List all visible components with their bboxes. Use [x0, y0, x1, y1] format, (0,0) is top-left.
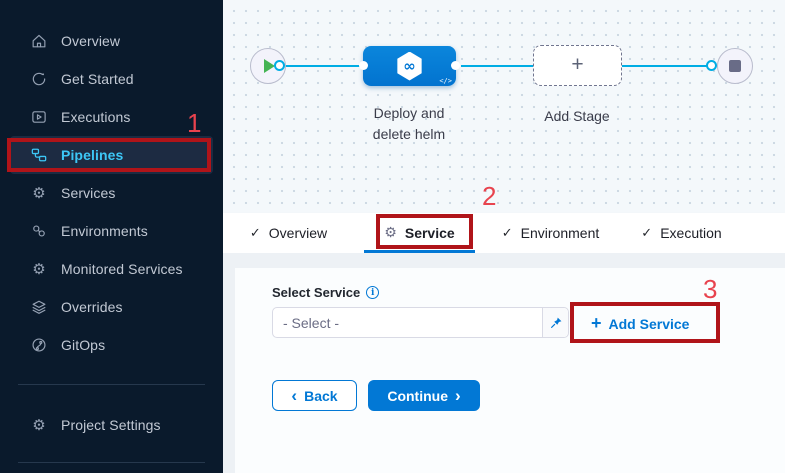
connector-edge	[283, 65, 363, 67]
sidebar-item-gitops[interactable]: GitOps	[0, 326, 223, 364]
sidebar-item-monitored-services[interactable]: ⚙ Monitored Services	[0, 250, 223, 288]
sidebar-item-label: Pipelines	[61, 147, 124, 163]
pin-button[interactable]	[542, 308, 568, 337]
sidebar-item-label: Get Started	[61, 71, 134, 87]
sidebar-item-overrides[interactable]: Overrides	[0, 288, 223, 326]
back-button-label: Back	[304, 387, 338, 404]
environments-icon	[30, 222, 48, 240]
sidebar-item-services[interactable]: ⚙ Services	[0, 174, 223, 212]
pipeline-canvas: ∞ </> + Deploy and delete helm Add Stage	[223, 0, 785, 213]
sidebar-item-project-settings[interactable]: ⚙ Project Settings	[0, 406, 223, 444]
sidebar-divider	[18, 462, 205, 463]
play-icon	[264, 59, 275, 73]
info-icon[interactable]: i	[366, 286, 380, 299]
select-service-value: - Select -	[283, 314, 340, 331]
check-icon: ✓	[641, 225, 653, 240]
continue-button-label: Continue	[387, 387, 448, 404]
pipeline-end-node[interactable]	[717, 48, 753, 84]
tab-label: Environment	[520, 225, 600, 241]
connector-edge	[622, 65, 707, 67]
sidebar-item-overview[interactable]: Overview	[0, 22, 223, 60]
sidebar-item-environments[interactable]: Environments	[0, 212, 223, 250]
check-icon: ✓	[501, 225, 513, 240]
gear-icon: ⚙	[32, 183, 46, 202]
add-service-button[interactable]: + Add Service	[591, 313, 689, 335]
gitops-icon	[30, 336, 48, 354]
sidebar-item-label: Environments	[61, 223, 148, 239]
tab-environment[interactable]: ✓ Environment	[485, 213, 616, 253]
executions-icon	[30, 108, 48, 126]
layers-icon	[30, 298, 48, 316]
check-icon: ✓	[249, 225, 261, 240]
tab-label: Service	[404, 225, 455, 241]
sidebar-item-label: Executions	[61, 109, 131, 125]
plus-icon: +	[591, 313, 602, 333]
get-started-icon	[30, 70, 48, 88]
connector-edge	[461, 65, 533, 67]
gear-icon: ⚙	[32, 415, 46, 434]
tab-label: Execution	[660, 225, 722, 241]
connector-port	[274, 60, 285, 71]
stage-port-right	[451, 61, 460, 70]
tab-overview[interactable]: ✓ Overview	[223, 213, 354, 253]
chevron-left-icon: ‹	[291, 385, 298, 405]
home-icon	[30, 32, 48, 50]
tab-label: Overview	[268, 225, 328, 241]
sidebar-item-label: Overrides	[61, 299, 123, 315]
tab-execution[interactable]: ✓ Execution	[616, 213, 747, 253]
add-service-label: Add Service	[608, 316, 690, 332]
monitored-services-icon: ⚙	[32, 259, 46, 278]
select-service-dropdown[interactable]: - Select -	[272, 307, 569, 338]
stop-icon	[729, 60, 741, 72]
add-stage-label: Add Stage	[544, 108, 610, 124]
stage-label-line1: Deploy and	[373, 105, 445, 121]
connector-port	[706, 60, 717, 71]
back-button[interactable]: ‹ Back	[272, 380, 357, 411]
sidebar-item-label: GitOps	[61, 337, 106, 353]
sidebar-item-label: Overview	[61, 33, 121, 49]
pipelines-icon	[30, 146, 48, 164]
chevron-right-icon: ›	[454, 385, 461, 405]
add-stage-button[interactable]: +	[533, 45, 622, 86]
select-service-label: Select Service	[272, 285, 361, 300]
service-tab-content: Select Service i - Select - + Add Servic…	[223, 253, 785, 473]
continue-button[interactable]: Continue ›	[368, 380, 480, 411]
infinity-glyph: ∞	[403, 56, 416, 75]
sidebar-nav: Overview Get Started Executions Pipeline…	[0, 22, 223, 364]
stage-label-line2: delete helm	[372, 126, 446, 142]
sidebar-divider	[18, 384, 205, 385]
sidebar-item-executions[interactable]: Executions	[0, 98, 223, 136]
tab-service[interactable]: ⚙ Service	[354, 213, 485, 253]
pin-icon	[550, 317, 561, 328]
plus-icon: +	[571, 53, 584, 76]
sidebar-item-get-started[interactable]: Get Started	[0, 60, 223, 98]
sidebar-item-label: Services	[61, 185, 116, 201]
code-badge: </>	[439, 77, 452, 85]
stage-tabs: ✓ Overview ⚙ Service ✓ Environment ✓ Exe…	[223, 213, 785, 253]
stage-port-left	[359, 61, 368, 70]
sidebar: Overview Get Started Executions Pipeline…	[0, 0, 223, 473]
stage-node-deploy-and-delete-helm[interactable]: ∞ </>	[359, 46, 460, 86]
stage-label: Deploy and delete helm	[344, 103, 474, 145]
service-form-panel: Select Service i - Select - + Add Servic…	[235, 268, 785, 473]
helm-deployment-icon: ∞	[397, 51, 422, 81]
gear-icon: ⚙	[384, 225, 397, 241]
sidebar-item-label: Monitored Services	[61, 261, 183, 277]
sidebar-item-label: Project Settings	[61, 417, 161, 433]
sidebar-item-pipelines[interactable]: Pipelines	[10, 136, 213, 174]
select-service-label-row: Select Service i	[272, 285, 380, 300]
